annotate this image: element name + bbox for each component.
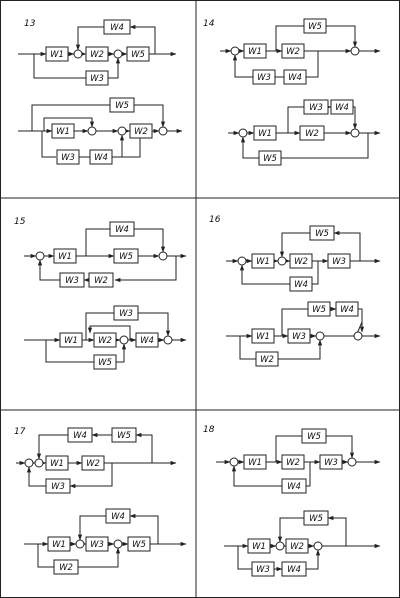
block-label: W1 (248, 458, 262, 468)
block-label: W3 (90, 74, 104, 84)
variant-number-15: 15 (14, 217, 26, 227)
block-label: W5 (131, 50, 145, 60)
block-label: W3 (61, 153, 75, 163)
block-label: W3 (292, 332, 306, 342)
diagram-17a: W4 W5 W1 W2 W3 (16, 427, 177, 494)
block-label: W5 (119, 252, 133, 262)
block-label: W5 (115, 101, 129, 111)
block-label: W3 (256, 565, 270, 575)
variant-number-17: 17 (14, 427, 26, 437)
diagram-17b: W4 W1 W3 W5 W2 (24, 508, 187, 575)
block-label: W4 (294, 280, 308, 290)
variant-number-14: 14 (203, 19, 215, 29)
block-label: W1 (256, 257, 270, 267)
block-label: W2 (86, 459, 100, 469)
block-label: W4 (111, 512, 125, 522)
block-label: W4 (94, 153, 108, 163)
block-label: W1 (252, 542, 266, 552)
block-label: W1 (64, 336, 78, 346)
block-label: W4 (110, 23, 124, 33)
block-label: W2 (98, 336, 112, 346)
diagram-15b: W3 W1 W2 W4 W5 (24, 305, 187, 370)
block-label: W2 (59, 563, 73, 573)
block-label: W3 (51, 482, 65, 492)
block-label: W1 (258, 129, 272, 139)
block-label: W2 (305, 129, 319, 139)
block-label: W4 (340, 305, 354, 315)
diagram-14b: W3 W4 W1 W2 W5 (228, 99, 381, 166)
block-label: W4 (335, 103, 349, 113)
diagram-13a: W4 W1 W2 W5 W3 (18, 19, 177, 86)
block-label: W4 (287, 565, 301, 575)
block-label: W1 (56, 127, 70, 137)
diagram-16b: W5 W4 W1 W3 W2 (226, 301, 381, 367)
block-label: W3 (324, 458, 338, 468)
block-label: W2 (134, 127, 148, 137)
diagram-16a: W5 W1 W2 W3 W4 (226, 225, 381, 292)
block-label: W2 (94, 276, 108, 286)
block-label: W2 (290, 542, 304, 552)
block-label: W4 (115, 225, 129, 235)
block-label: W5 (263, 154, 277, 164)
block-label: W1 (58, 252, 72, 262)
block-label: W5 (307, 432, 321, 442)
block-label: W1 (256, 332, 270, 342)
block-label: W2 (286, 47, 300, 57)
variant-number-13: 13 (24, 19, 36, 29)
block-label: W2 (294, 257, 308, 267)
block-label: W5 (309, 514, 323, 524)
block-label: W2 (260, 355, 274, 365)
block-label: W3 (309, 103, 323, 113)
block-label: W2 (90, 50, 104, 60)
block-label: W5 (117, 431, 131, 441)
block-label: W5 (312, 305, 326, 315)
diagram-13b: W5 W1 W2 W3 W4 (18, 97, 183, 165)
diagram-14a: W5 W1 W2 W3 W4 (220, 18, 381, 85)
block-label: W3 (90, 540, 104, 550)
block-label: W1 (248, 47, 262, 57)
block-label: W3 (257, 73, 271, 83)
diagram-18a: W5 W1 W2 W3 W4 (216, 428, 381, 494)
diagram-15a: W4 W1 W5 W3 W2 (24, 221, 187, 288)
block-label: W3 (65, 276, 79, 286)
block-label: W5 (132, 540, 146, 550)
block-label: W3 (332, 257, 346, 267)
block-label: W5 (315, 229, 329, 239)
block-label: W5 (98, 358, 112, 368)
variant-number-18: 18 (203, 425, 215, 435)
variant-number-16: 16 (209, 215, 221, 225)
block-label: W1 (50, 50, 64, 60)
block-label: W1 (50, 459, 64, 469)
block-label: W4 (288, 73, 302, 83)
diagram-18b: W5 W1 W2 W3 W4 (224, 510, 381, 577)
block-label: W1 (52, 540, 66, 550)
block-label: W5 (308, 22, 322, 32)
block-label: W2 (286, 458, 300, 468)
block-label: W4 (73, 431, 87, 441)
block-label: W3 (119, 309, 133, 319)
block-label: W4 (287, 482, 301, 492)
block-label: W4 (140, 336, 154, 346)
